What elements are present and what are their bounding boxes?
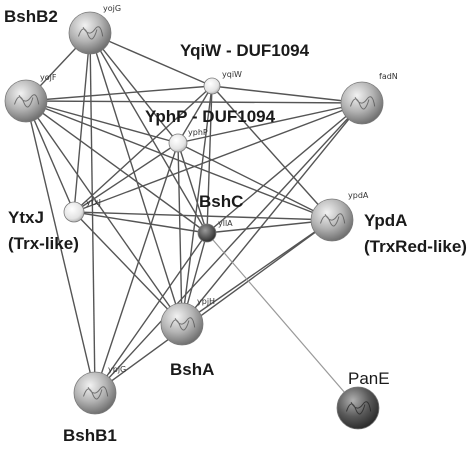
node-id-label-ypjG: ypjG: [108, 365, 126, 374]
edge-yphP-ypjG: [94, 142, 179, 394]
edge-yojG-yqiW: [89, 32, 213, 87]
node-id-label-ypjH: ypjH: [197, 297, 215, 306]
protein-structure-icon: [82, 386, 109, 400]
node-sphere-ytxJ: [63, 201, 85, 223]
node-name-label-panE: PanE: [348, 369, 390, 388]
node-id-label-yojG: yojG: [103, 4, 121, 13]
node-name-label-yqiW: YqiW - DUF1094: [180, 41, 310, 60]
node-name-label-ytxJ-line1: YtxJ: [8, 208, 44, 227]
node-ypjG[interactable]: [73, 371, 117, 415]
node-yphP[interactable]: [168, 133, 188, 153]
node-panE[interactable]: [336, 386, 380, 430]
edge-yphP-fadN: [177, 102, 363, 144]
edge-ypdA-ypjG: [94, 219, 333, 394]
node-ypdA[interactable]: [310, 198, 354, 242]
edge-fadN-ypjG: [94, 102, 363, 394]
node-id-label-yphP: yphP: [188, 128, 208, 137]
node-yqiW[interactable]: [203, 77, 221, 95]
edge-yphP-ytxJ: [73, 142, 179, 213]
edge-yqiW-yphP: [177, 85, 213, 144]
protein-structure-icon: [319, 213, 346, 227]
edge-yqiW-ypjH: [181, 85, 213, 325]
edge-yllA-panE: [206, 232, 359, 409]
protein-structure-icon: [345, 401, 372, 415]
edge-yqiW-fadN: [211, 85, 363, 104]
node-yojF[interactable]: [4, 79, 48, 123]
node-id-label-yojF: yojF: [40, 73, 57, 82]
node-sphere-yphP: [168, 133, 188, 153]
edge-yojF-yqiW: [25, 85, 213, 102]
node-name-label-yojG: BshB2: [4, 7, 58, 26]
node-yllA[interactable]: [197, 223, 217, 243]
node-sphere-yqiW: [203, 77, 221, 95]
edge-yojG-yllA: [89, 32, 208, 234]
node-name-label-ytxJ-line2: (Trx-like): [8, 234, 79, 253]
protein-structure-icon: [349, 96, 376, 110]
node-name-label-yllA: BshC: [199, 192, 243, 211]
nodes-layer: [4, 11, 384, 430]
edge-yojF-yphP: [25, 100, 179, 144]
node-name-label-ypjH: BshA: [170, 360, 214, 379]
edge-ytxJ-ypdA: [73, 211, 333, 221]
edge-fadN-ypjH: [181, 102, 363, 325]
node-id-label-ytxJ: ytxJ: [86, 198, 101, 207]
node-name-label-ypdA-line1: YpdA: [364, 211, 407, 230]
node-id-label-yllA: yllA: [218, 219, 233, 228]
node-yojG[interactable]: [68, 11, 112, 55]
protein-structure-icon: [169, 317, 196, 331]
edge-yqiW-ytxJ: [73, 85, 213, 213]
protein-structure-icon: [13, 94, 40, 108]
edges-layer: [25, 32, 363, 409]
edge-yllA-ypjG: [94, 232, 208, 394]
node-name-label-yphP: YphP - DUF1094: [145, 107, 276, 126]
node-ytxJ[interactable]: [63, 201, 85, 223]
edge-yojF-ypjG: [25, 100, 96, 394]
edge-yphP-ypdA: [177, 142, 333, 221]
node-ypjH[interactable]: [160, 302, 204, 346]
edge-yojF-yllA: [25, 100, 208, 234]
node-id-label-yqiW: yqiW: [222, 70, 242, 79]
edge-yphP-yllA: [177, 142, 208, 234]
edge-ypdA-ypjH: [181, 219, 333, 325]
protein-structure-icon: [77, 26, 104, 40]
labels-layer: yojG BshB2 yojF yqiW YqiW - DUF1094 yphP YphP …: [4, 4, 467, 445]
node-fadN[interactable]: [340, 81, 384, 125]
node-name-label-ypdA-line2: (TrxRed-like): [364, 237, 467, 256]
node-sphere-yllA: [197, 223, 217, 243]
edge-fadN-yllA: [206, 102, 363, 234]
edge-ytxJ-ypjH: [73, 211, 183, 325]
node-id-label-fadN: fadN: [379, 72, 398, 81]
edge-yojG-yphP: [89, 32, 179, 144]
edge-yojG-ypjH: [89, 32, 183, 325]
edge-yphP-ypjH: [177, 142, 183, 325]
node-name-label-ypjG: BshB1: [63, 426, 117, 445]
edge-yqiW-ypdA: [211, 85, 333, 221]
edge-ytxJ-yllA: [73, 211, 208, 234]
node-id-label-ypdA: ypdA: [348, 191, 369, 200]
edge-fadN-ytxJ: [73, 102, 363, 213]
